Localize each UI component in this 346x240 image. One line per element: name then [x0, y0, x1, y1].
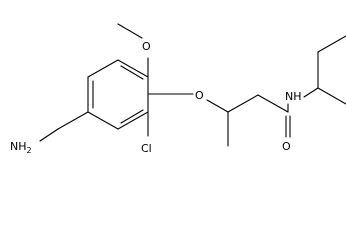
- ring-bond: [87, 111, 119, 130]
- chloro-group: Cl: [141, 111, 152, 155]
- methoxy-group: O: [117, 23, 151, 78]
- bond: [317, 87, 346, 105]
- bond: [206, 99, 229, 113]
- amide-nitrogen-label: NH: [285, 90, 302, 103]
- propanamide-chain: O O: [147, 89, 291, 153]
- ether-oxygen-label: O: [195, 89, 204, 102]
- methoxy-oxygen-label: O: [142, 40, 151, 53]
- chlorine-label: Cl: [141, 142, 152, 155]
- bond: [39, 128, 59, 142]
- amine-label: NH2: [10, 140, 32, 155]
- bond: [227, 94, 259, 113]
- bond: [57, 111, 89, 130]
- ring-bond: [87, 59, 119, 78]
- ring-bond: [117, 59, 149, 78]
- molecule-canvas: NH2 O Cl O O NH: [10, 23, 346, 155]
- aminomethyl-group: NH2: [10, 111, 89, 155]
- structure-diagram: NH2 O Cl O O NH: [10, 23, 346, 155]
- carbonyl-oxygen-label: O: [282, 140, 291, 153]
- bond: [317, 35, 346, 53]
- bond: [117, 23, 143, 39]
- ring-double-bond: [120, 109, 144, 124]
- sec-butyl-amide-group: NH: [285, 35, 346, 105]
- bond: [303, 87, 319, 98]
- benzene-ring: [87, 59, 149, 130]
- ring-double-bond: [120, 65, 144, 80]
- carbonyl-bond: [257, 94, 289, 113]
- ring-bond: [117, 111, 149, 130]
